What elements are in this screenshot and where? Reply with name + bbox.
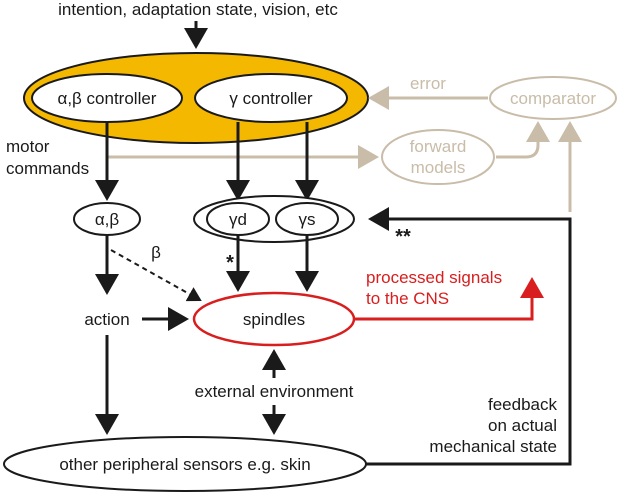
comparator-node <box>489 76 617 120</box>
beta-dashed-arrow <box>110 249 202 302</box>
motor-commands-line1: motor <box>6 137 50 156</box>
error-label: error <box>410 74 446 93</box>
action-label: action <box>84 310 129 329</box>
peripheral-sensors-label: other peripheral sensors e.g. skin <box>59 455 310 474</box>
external-environment-label: external environment <box>195 382 354 401</box>
processed-signals-arrow <box>354 277 544 321</box>
spindles-label: spindles <box>243 310 305 329</box>
double-star-label: ** <box>395 226 411 248</box>
feedback-loop-arrow <box>366 207 572 466</box>
feedback-line3: mechanical state <box>429 437 557 456</box>
feedback-line2: on actual <box>488 416 557 435</box>
ab-node-label: α,β <box>95 210 120 229</box>
beta-label: β <box>151 243 161 262</box>
top-input-label: intention, adaptation state, vision, etc <box>58 0 338 19</box>
gamma-s-label: γs <box>299 210 316 229</box>
forward-models-line1: forward <box>410 137 467 156</box>
single-star-label: * <box>226 252 234 274</box>
forward-to-comparator-arrow <box>496 121 550 159</box>
forward-models-line2: models <box>411 158 466 177</box>
comparator-label: comparator <box>510 89 596 108</box>
feedback-line1: feedback <box>488 395 557 414</box>
gamma-controller-node <box>194 73 348 123</box>
peripheral-sensors-node <box>3 436 367 492</box>
processed-signals-line1: processed signals <box>366 268 502 287</box>
processed-signals-line2: to the CNS <box>366 289 449 308</box>
ab-controller-label: α,β controller <box>58 89 157 108</box>
motor-commands-line2: commands <box>6 159 89 178</box>
forward-models-node <box>381 129 495 185</box>
gamma-d-label: γd <box>229 210 247 229</box>
gamma-controller-label: γ controller <box>229 89 312 108</box>
